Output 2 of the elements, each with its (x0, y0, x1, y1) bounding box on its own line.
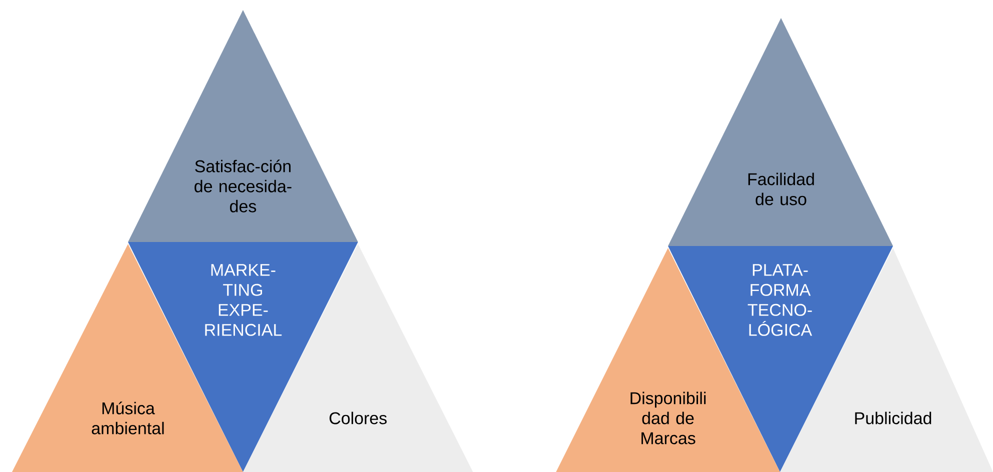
triangle: Facilidad de uso (668, 18, 893, 246)
triangle: Satisfac-ción de necesida-des (128, 10, 358, 242)
